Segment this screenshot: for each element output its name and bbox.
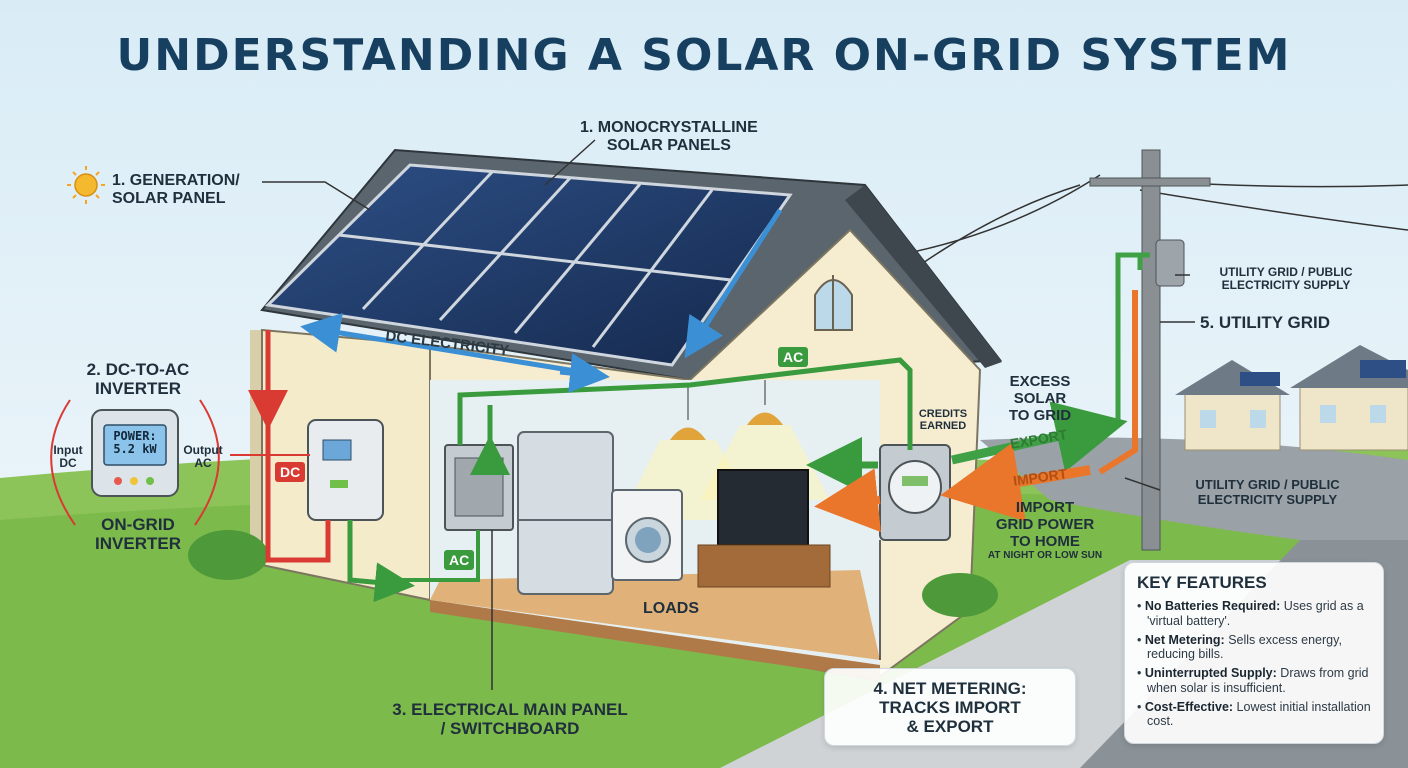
main-panel-label: 3. ELECTRICAL MAIN PANEL / SWITCHBOARD (392, 700, 628, 739)
inverter-subtitle: ON-GRID INVERTER (95, 515, 181, 554)
wiring (230, 208, 1150, 690)
key-features-title: KEY FEATURES (1137, 573, 1267, 592)
key-feature-item: • Net Metering: Sells excess energy, red… (1137, 632, 1342, 662)
generation-label: 1. GENERATION/ SOLAR PANEL (112, 172, 240, 207)
bush-left (188, 530, 268, 580)
utility-top-label: UTILITY GRID / PUBLIC ELECTRICITY SUPPLY (1219, 265, 1353, 293)
main-panel-box (444, 444, 514, 531)
import-label: IMPORT GRID POWER TO HOME AT NIGHT OR LO… (987, 499, 1103, 562)
key-feature-item: • Cost-Effective: Lowest initial install… (1137, 699, 1371, 729)
inverter-display: POWER: 5.2 kW (113, 429, 157, 457)
neighbor-houses (1175, 345, 1408, 451)
wall-inverter (307, 419, 384, 521)
net-metering-label: 4. NET METERING: TRACKS IMPORT & EXPORT (873, 679, 1027, 737)
ac-tag-bottom: AC (444, 550, 475, 570)
dc-tag: DC (275, 462, 306, 482)
utility-grid-label: 5. UTILITY GRID (1200, 313, 1331, 332)
page-title: UNDERSTANDING A SOLAR ON-GRID SYSTEM (116, 30, 1292, 81)
bush-right (922, 573, 998, 617)
loads-label: LOADS (643, 600, 699, 617)
net-meter-box (879, 444, 951, 541)
credits-label: CREDITS EARNED (918, 408, 968, 433)
key-features-card: KEY FEATURES • No Batteries Required: Us… (1124, 562, 1384, 744)
input-dc-label: Input DC (53, 443, 83, 471)
panels-label: 1. MONOCRYSTALLINE SOLAR PANELS (580, 119, 758, 154)
appliances (517, 431, 831, 595)
sun-icon (67, 166, 105, 204)
ac-tag-top: AC (778, 347, 809, 367)
inverter-inset (50, 399, 220, 526)
inverter-heading: 2. DC-TO-AC INVERTER (86, 360, 190, 399)
utility-bottom-label: UTILITY GRID / PUBLIC ELECTRICITY SUPPLY (1195, 477, 1340, 507)
solar-panel-array (264, 163, 793, 367)
output-ac-label: Output AC (183, 443, 223, 471)
excess-label: EXCESS SOLAR TO GRID (1008, 373, 1072, 424)
key-feature-item: • No Batteries Required: Uses grid as a … (1137, 599, 1364, 628)
key-feature-item: • Uninterrupted Supply: Draws from grid … (1137, 666, 1369, 695)
leader-lines (262, 139, 1195, 491)
net-metering-card: 4. NET METERING: TRACKS IMPORT & EXPORT (824, 668, 1076, 746)
